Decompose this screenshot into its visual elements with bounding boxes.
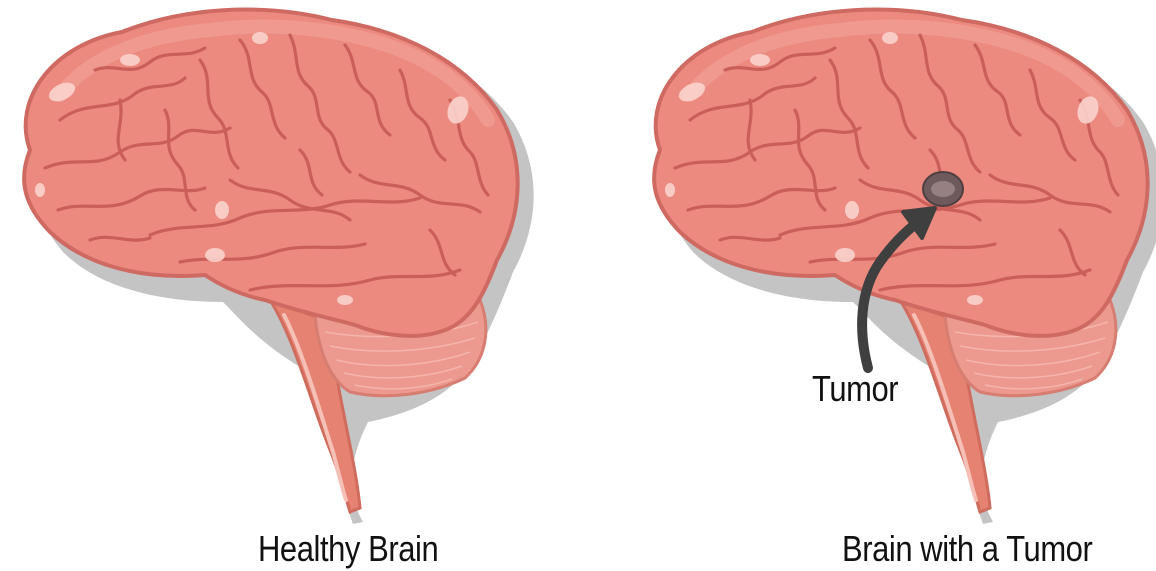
healthy-brain-caption: Healthy Brain — [258, 528, 438, 570]
tumor-brain-caption: Brain with a Tumor — [842, 528, 1092, 570]
healthy-brain-icon — [24, 10, 534, 524]
brain-with-tumor-icon — [654, 10, 1156, 524]
tumor-mass — [923, 172, 963, 206]
tumor-label: Tumor — [812, 368, 898, 410]
